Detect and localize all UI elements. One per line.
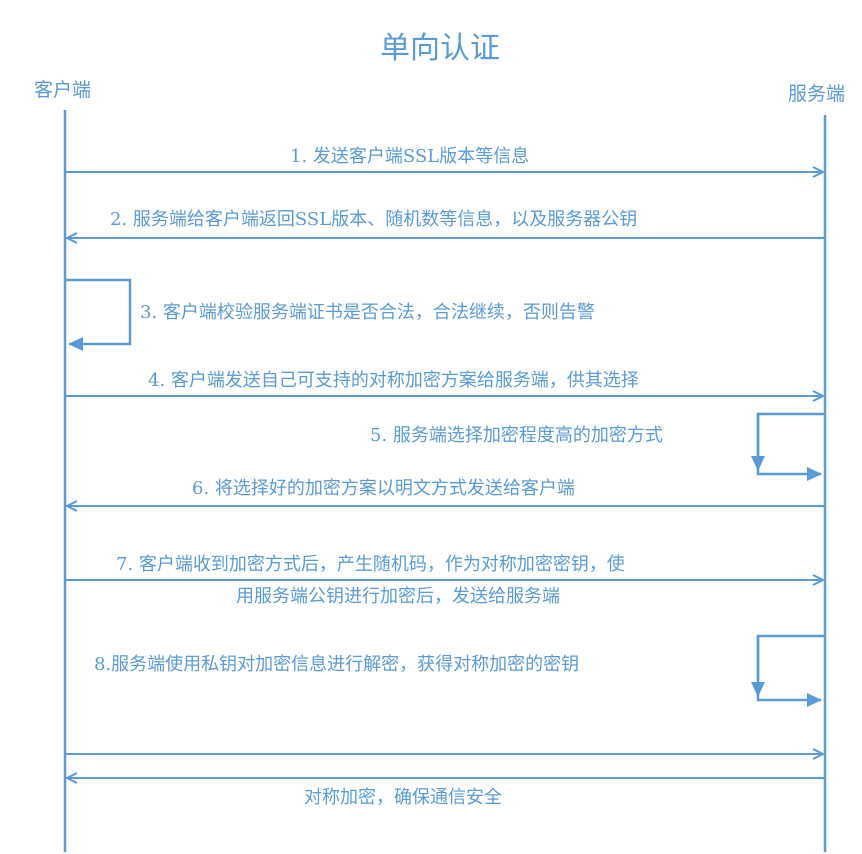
secure-channel-label: 对称加密，确保通信安全 [304,787,502,808]
step-4-label: 4. 客户端发送自己可支持的对称加密方案给服务端，供其选择 [148,370,639,391]
step-5-label: 5. 服务端选择加密程度高的加密方式 [370,425,663,446]
diagram-title: 单向认证 [380,31,500,66]
step-3-label: 3. 客户端校验服务端证书是否合法，合法继续，否则告警 [140,302,595,323]
step-6-label: 6. 将选择好的加密方案以明文方式发送给客户端 [192,478,575,499]
step-1-label: 1. 发送客户端SSL版本等信息 [290,146,529,167]
step-7-label-line-2: 用服务端公钥进行加密后，发送给服务端 [236,586,560,607]
step-2-label: 2. 服务端给客户端返回SSL版本、随机数等信息，以及服务器公钥 [110,209,637,230]
step-8-label: 8.服务端使用私钥对加密信息进行解密，获得对称加密的密钥 [94,654,579,675]
step-3-self-loop [65,278,132,351]
step-8-self-loop [756,634,825,707]
participant-client-label: 客户端 [34,79,91,101]
participant-server-label: 服务端 [788,83,845,105]
step-7-label-line-1: 7. 客户端收到加密方式后，产生随机码，作为对称加密密钥，使 [116,554,625,575]
step-5-self-loop [756,412,825,481]
